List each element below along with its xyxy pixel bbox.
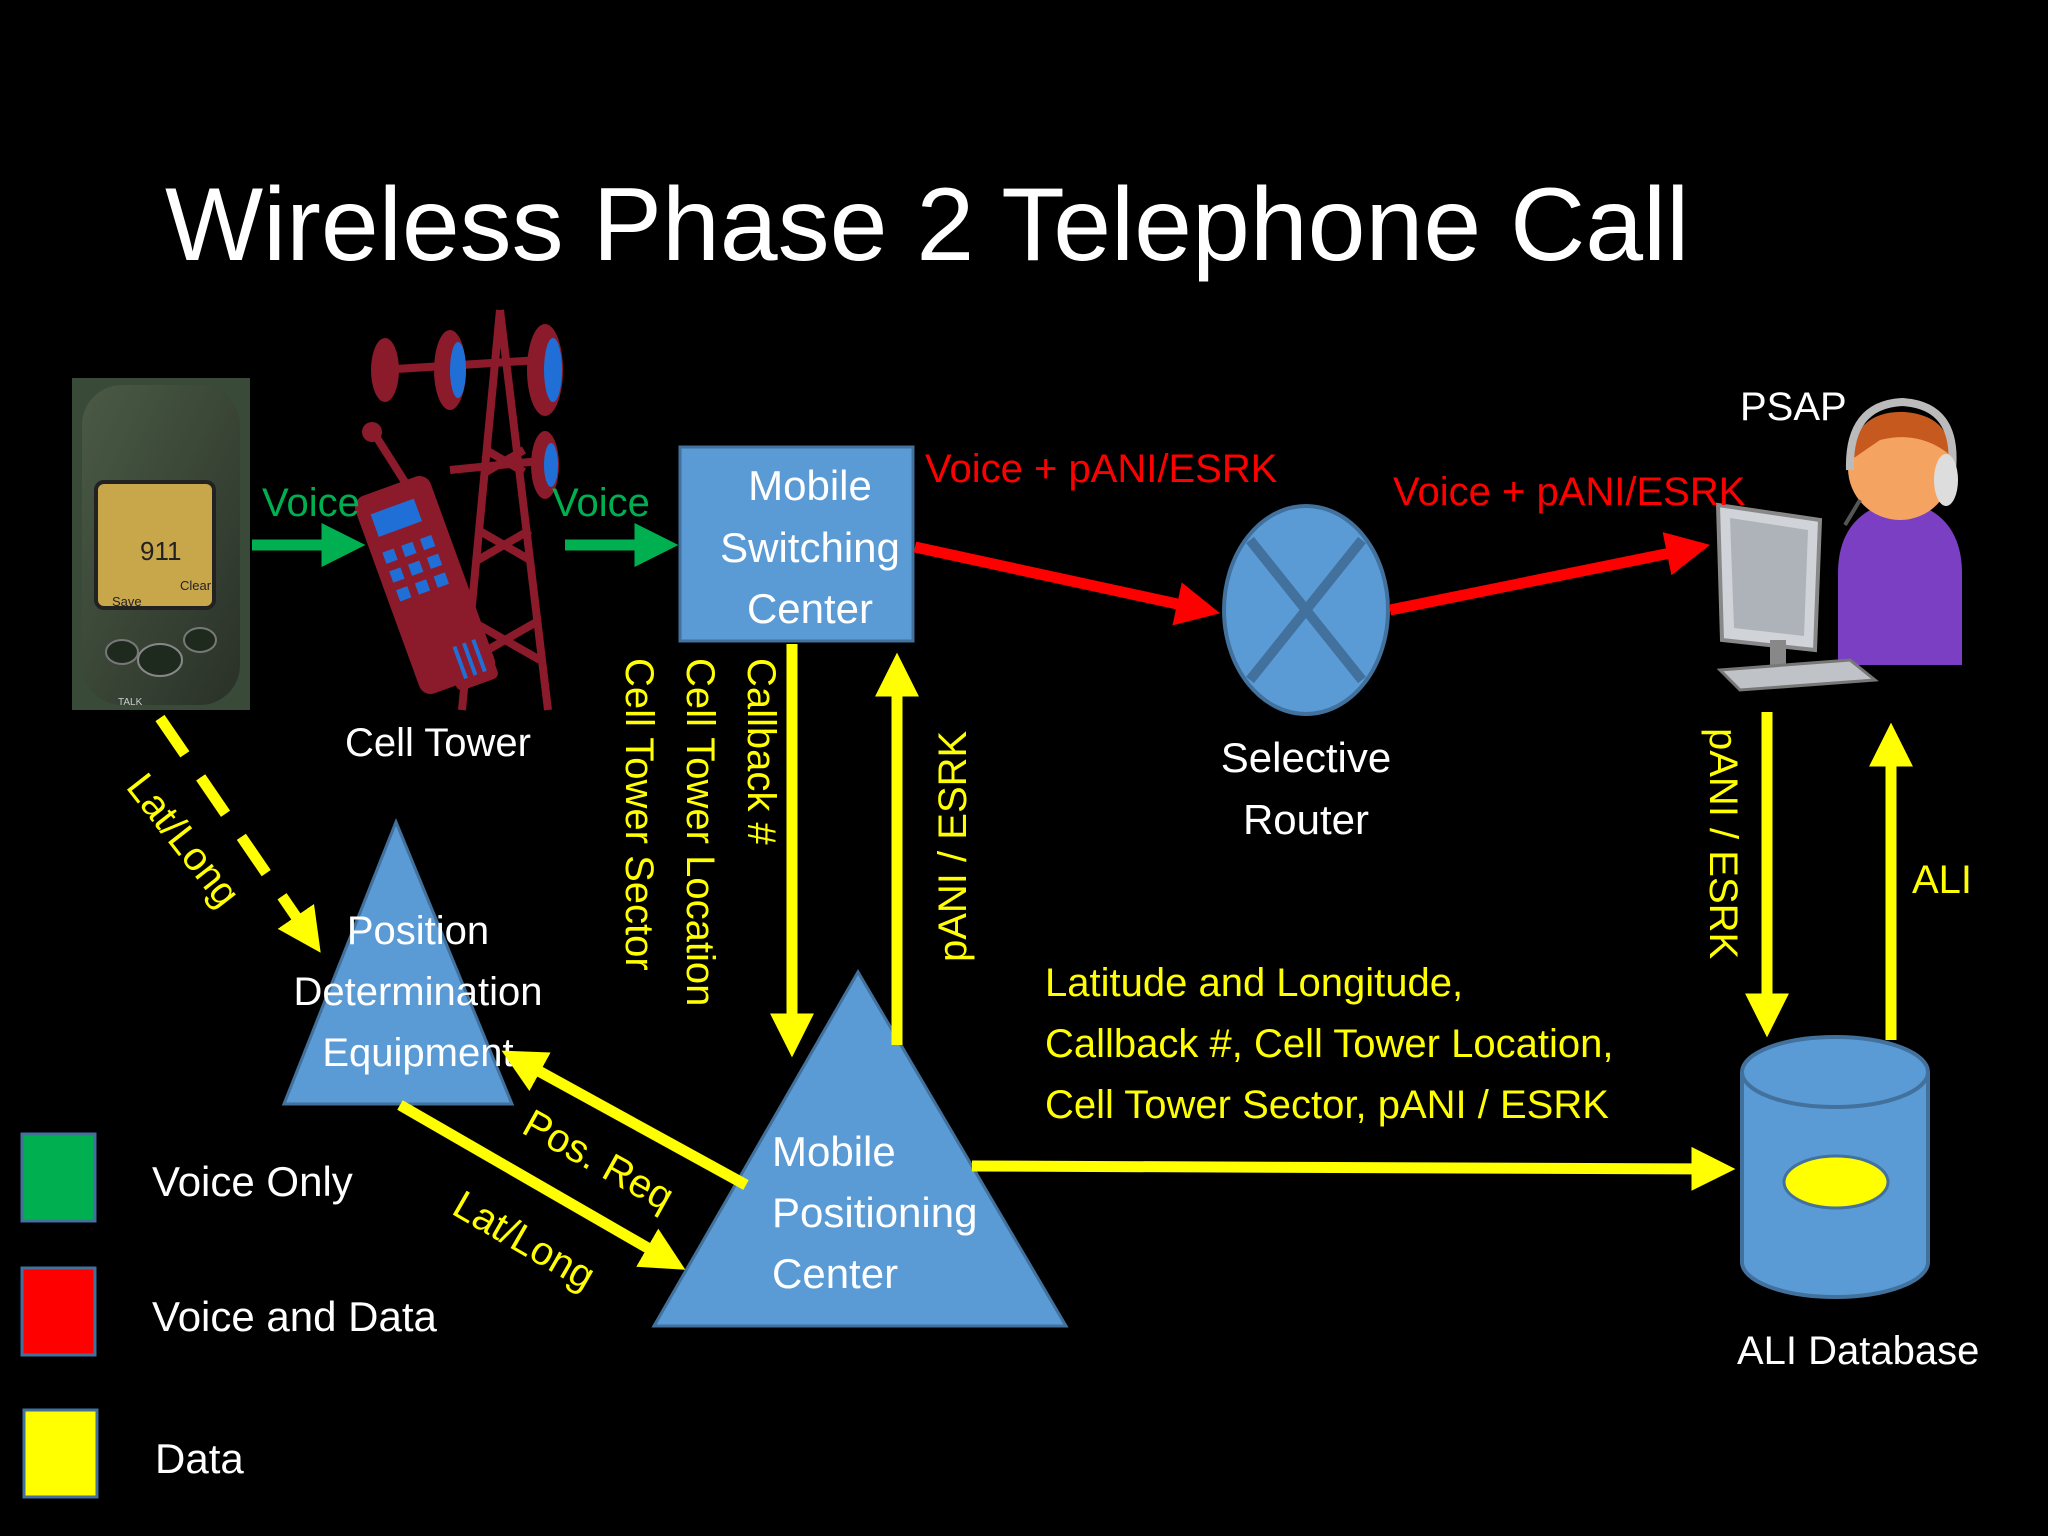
arrow-msc-to-router <box>913 541 1221 626</box>
phone-key-save: Save <box>112 594 142 609</box>
label-msc-to-mpc-line2: Cell Tower Location <box>678 658 722 1006</box>
cell-phone-icon: 911 Save Clear TALK <box>72 378 250 710</box>
label-tower-to-msc: Voice <box>552 481 650 525</box>
mobile-positioning-center-triangle <box>651 969 1069 1328</box>
mpc-label-line3: Center <box>772 1250 898 1297</box>
ali-database-label: ALI Database <box>1737 1329 1979 1373</box>
pde-label-line2: Determination <box>293 970 542 1014</box>
label-psap-to-ali: pANI / ESRK <box>1701 728 1745 960</box>
legend: Voice Only Voice and Data Data <box>20 1132 438 1499</box>
slide-title: Wireless Phase 2 Telephone Call <box>165 167 1689 283</box>
legend-label-voice-and-data: Voice and Data <box>152 1293 438 1340</box>
psap-label: PSAP <box>1740 385 1847 429</box>
legend-label-voice-only: Voice Only <box>152 1158 353 1205</box>
label-ali-to-psap: ALI <box>1912 858 1972 902</box>
label-mpc-to-ali-line1: Latitude and Longitude, <box>1045 961 1463 1005</box>
selective-router-label-line2: Router <box>1243 796 1369 843</box>
legend-swatch-data <box>22 1408 99 1499</box>
psap-operator-icon <box>1715 397 1962 692</box>
legend-swatch-voice-only <box>20 1132 97 1223</box>
phone-screen-911: 911 <box>140 536 181 566</box>
label-msc-to-router: Voice + pANI/ESRK <box>925 447 1278 491</box>
phone-key-talk: TALK <box>118 697 143 708</box>
database-cylinder-icon <box>1740 1035 1930 1299</box>
label-phone-to-tower: Voice <box>262 481 360 525</box>
phone-key-clear: Clear <box>180 578 212 593</box>
position-determination-equipment-triangle <box>281 817 515 1106</box>
router-x-icon <box>1222 504 1390 716</box>
pde-label-line1: Position <box>347 909 489 953</box>
mobile-switching-center-box <box>678 445 915 643</box>
legend-label-data: Data <box>155 1435 244 1482</box>
label-msc-to-mpc-line1: Callback # <box>739 658 783 846</box>
cell-tower-antennas-icon <box>371 324 563 499</box>
cell-tower-label: Cell Tower <box>345 721 531 765</box>
msc-label-line2: Switching <box>720 524 900 571</box>
pde-label-line3: Equipment <box>322 1031 513 1075</box>
mpc-label-line1: Mobile <box>772 1128 896 1175</box>
msc-label-line1: Mobile <box>748 462 872 509</box>
handset-icon <box>354 422 498 694</box>
arrow-mpc-to-ali <box>971 1146 1736 1191</box>
msc-label-line3: Center <box>747 585 873 632</box>
label-router-to-psap: Voice + pANI/ESRK <box>1393 470 1746 514</box>
label-mpc-to-msc: pANI / ESRK <box>931 730 975 962</box>
arrow-phone-to-pde <box>155 714 321 953</box>
label-mpc-to-ali-line2: Callback #, Cell Tower Location, <box>1045 1022 1613 1066</box>
label-mpc-to-pde: Pos. Req <box>516 1101 681 1219</box>
label-msc-to-mpc-line3: Cell Tower Sector <box>617 658 661 971</box>
arrow-pde-to-mpc <box>397 1100 686 1270</box>
legend-swatch-voice-and-data <box>20 1266 97 1357</box>
arrow-mpc-to-pde <box>501 1050 749 1190</box>
mpc-label-line2: Positioning <box>772 1189 977 1236</box>
label-phone-to-pde: Lat/Long <box>118 765 249 915</box>
arrow-router-to-psap <box>1388 532 1711 616</box>
label-pde-to-mpc: Lat/Long <box>446 1183 603 1299</box>
selective-router-label-line1: Selective <box>1221 734 1391 781</box>
label-mpc-to-ali-line3: Cell Tower Sector, pANI / ESRK <box>1045 1083 1609 1127</box>
